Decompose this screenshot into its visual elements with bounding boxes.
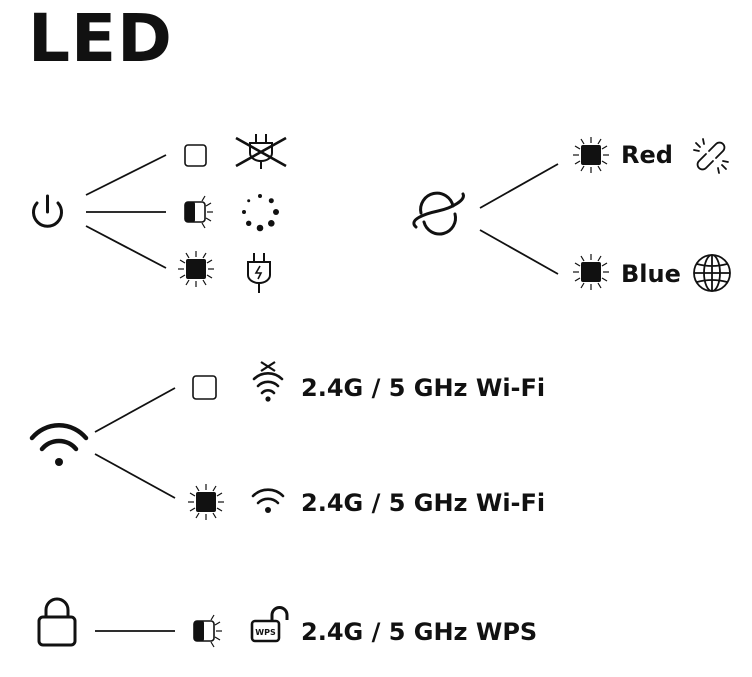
wifi-connector-lines: [94, 387, 176, 499]
wps-label: 2.4G / 5 GHz WPS: [301, 618, 537, 646]
power-plug-icon: [247, 253, 271, 293]
wifi-group: 2.4G / 5 GHz Wi-Fi 2.4G / 5 GHz Wi-Fi: [29, 361, 545, 521]
internet-planet-icon: [412, 191, 465, 236]
led-solid-blinking-indicator: [177, 250, 215, 288]
wifi-band-icon: [29, 423, 89, 466]
unplugged-icon: [235, 134, 287, 169]
internet-red-label: Red: [621, 141, 673, 169]
led-half-blinking-indicator: [184, 195, 213, 229]
wps-unlock-icon: WPS: [250, 606, 289, 643]
led-solid-blinking-indicator: [187, 483, 225, 521]
power-connector-lines: [85, 154, 167, 269]
wifi-off-label: 2.4G / 5 GHz Wi-Fi: [301, 374, 545, 402]
globe-icon: [693, 254, 731, 292]
internet-group: Red Blue: [412, 136, 731, 292]
lock-icon: [37, 597, 77, 647]
page-title: LED: [28, 0, 173, 77]
wps-group: WPS 2.4G / 5 GHz WPS: [37, 597, 537, 648]
led-off-indicator: [184, 144, 207, 167]
internet-connector-lines: [479, 163, 559, 275]
led-solid-blinking-indicator: [572, 253, 610, 291]
led-half-blinking-indicator: [193, 614, 222, 648]
internet-blue-label: Blue: [621, 260, 681, 288]
led-solid-blinking-indicator: [572, 136, 610, 174]
loading-spinner-icon: [242, 194, 279, 232]
wifi-on-label: 2.4G / 5 GHz Wi-Fi: [301, 489, 545, 517]
wifi-off-icon: [252, 361, 284, 402]
led-off-indicator: [192, 375, 217, 400]
power-group: [32, 134, 287, 293]
power-icon: [32, 194, 63, 228]
broken-link-icon: [693, 138, 729, 174]
wps-badge-text: WPS: [255, 628, 276, 637]
wifi-icon: [251, 488, 285, 513]
